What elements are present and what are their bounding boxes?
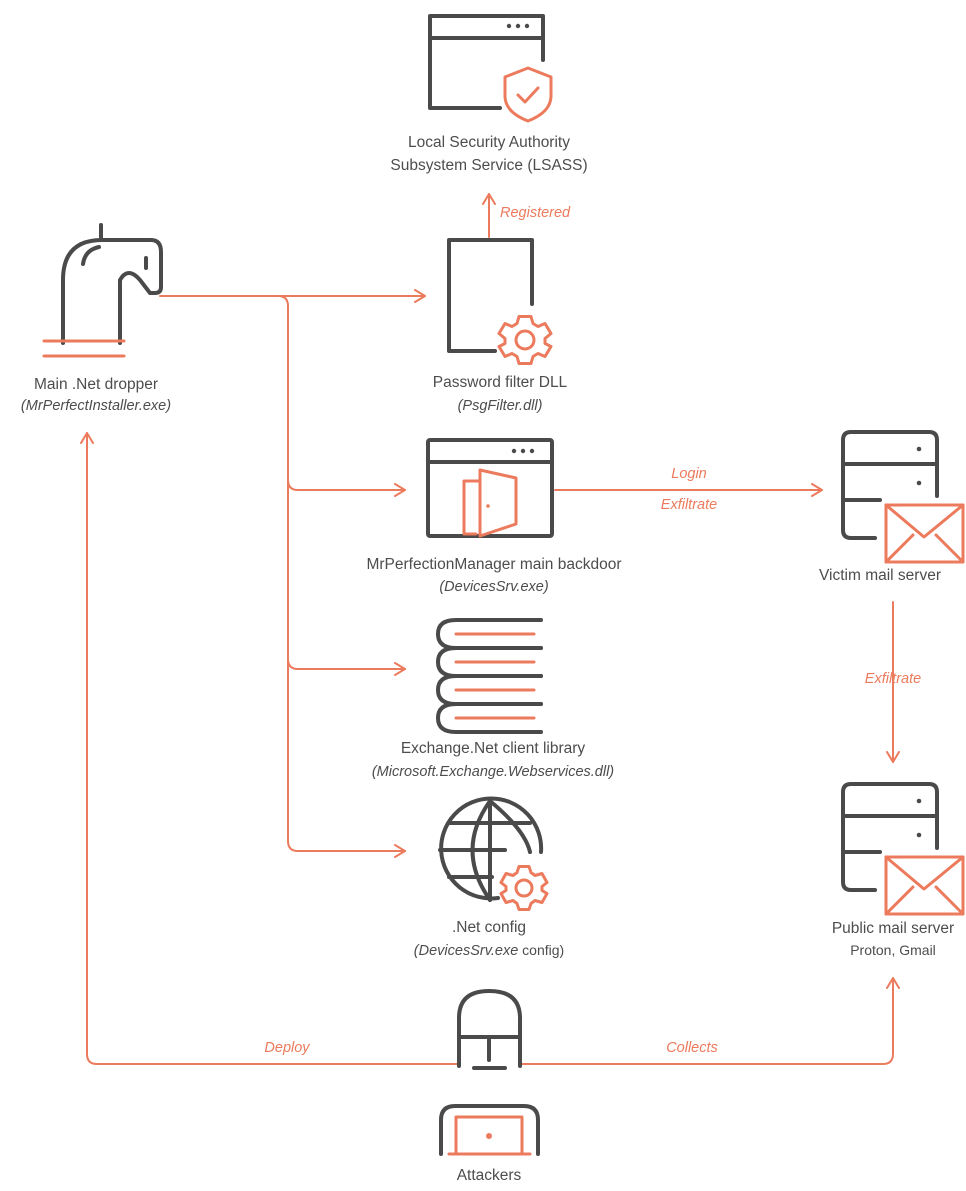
- dropper-subtitle: (MrPerfectInstaller.exe): [21, 398, 171, 414]
- file-gear-icon: [447, 238, 553, 365]
- lsass-title-2: Subsystem Service (LSASS): [390, 157, 587, 174]
- globe-gear-icon: [438, 796, 549, 911]
- dropper-title: Main .Net dropper: [34, 376, 158, 393]
- edge-label-exfiltrate-1: Exfiltrate: [661, 497, 717, 513]
- edge-collects: [520, 977, 900, 1065]
- net-config-subtitle-rest: config): [518, 942, 564, 958]
- server-mail-icon: [841, 430, 965, 564]
- edge-label-deploy: Deploy: [264, 1040, 310, 1056]
- exchange-lib-title: Exchange.Net client library: [401, 740, 586, 757]
- net-config-subtitle: (DevicesSrv.exe config): [414, 942, 564, 959]
- attackers-title: Attackers: [457, 1167, 522, 1184]
- victim-mail-title: Victim mail server: [819, 567, 941, 584]
- backdoor-subtitle: (DevicesSrv.exe): [439, 579, 548, 595]
- password-filter-subtitle: (PsgFilter.dll): [458, 398, 543, 414]
- net-config-title: .Net config: [452, 919, 526, 936]
- browser-shield-icon: [428, 14, 553, 123]
- connectors: [80, 193, 900, 1065]
- browser-door-icon: [426, 438, 554, 538]
- exchange-lib-subtitle: (Microsoft.Exchange.Webservices.dll): [372, 764, 614, 780]
- edge-label-registered: Registered: [500, 205, 571, 221]
- trojan-horse-icon: [42, 223, 163, 358]
- edge-dropper-to-backdoor: [287, 479, 406, 497]
- public-mail-title: Public mail server: [832, 920, 954, 937]
- server-mail-icon: [841, 782, 965, 916]
- public-mail-subtitle: Proton, Gmail: [850, 942, 936, 958]
- hacker-laptop-icon: [439, 989, 540, 1156]
- backdoor-title: MrPerfectionManager main backdoor: [366, 556, 621, 573]
- password-filter-title: Password filter DLL: [433, 374, 568, 391]
- edge-dropper-to-net-config: [159, 295, 406, 858]
- net-config-subtitle-italic: (DevicesSrv.exe: [414, 943, 518, 959]
- edge-label-exfiltrate-2: Exfiltrate: [865, 671, 921, 687]
- edge-dropper-to-exchange-lib: [287, 658, 406, 676]
- edge-deploy: [80, 432, 459, 1065]
- lsass-title-1: Local Security Authority: [408, 134, 570, 151]
- edge-label-collects: Collects: [666, 1040, 718, 1056]
- books-icon: [436, 618, 543, 734]
- edge-label-login: Login: [671, 466, 706, 482]
